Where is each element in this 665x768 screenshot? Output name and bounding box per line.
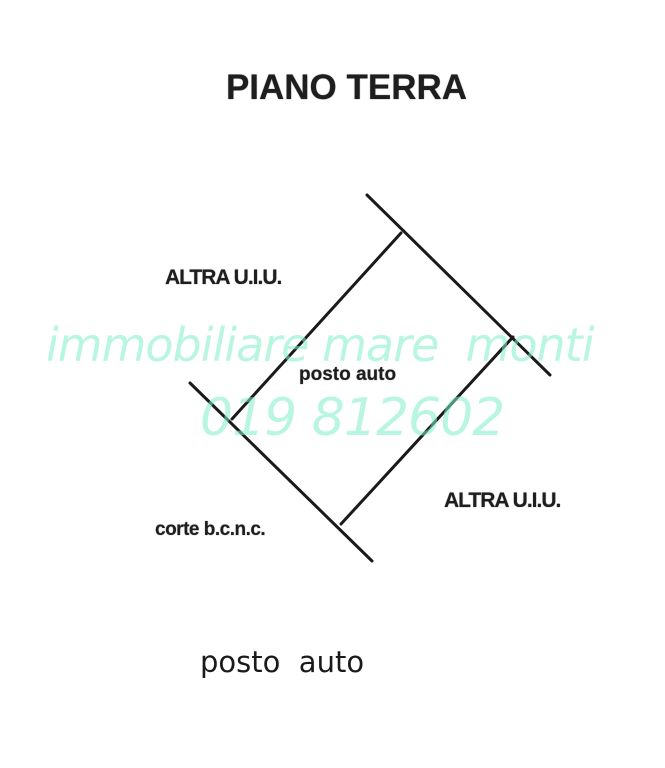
plan-caption: posto auto xyxy=(200,645,365,679)
plan-title: PIANO TERRA xyxy=(225,68,468,107)
space-side-right xyxy=(339,335,515,526)
boundary-line-top xyxy=(365,193,552,377)
label-parking-space: posto auto xyxy=(299,364,397,385)
label-other-unit-right: ALTRA U.I.U. xyxy=(444,489,561,512)
space-side-left xyxy=(230,231,403,421)
label-common-courtyard: corte b.c.n.c. xyxy=(155,519,266,540)
boundary-line-bottom xyxy=(188,381,374,563)
label-other-unit-left: ALTRA U.I.U. xyxy=(165,266,282,289)
